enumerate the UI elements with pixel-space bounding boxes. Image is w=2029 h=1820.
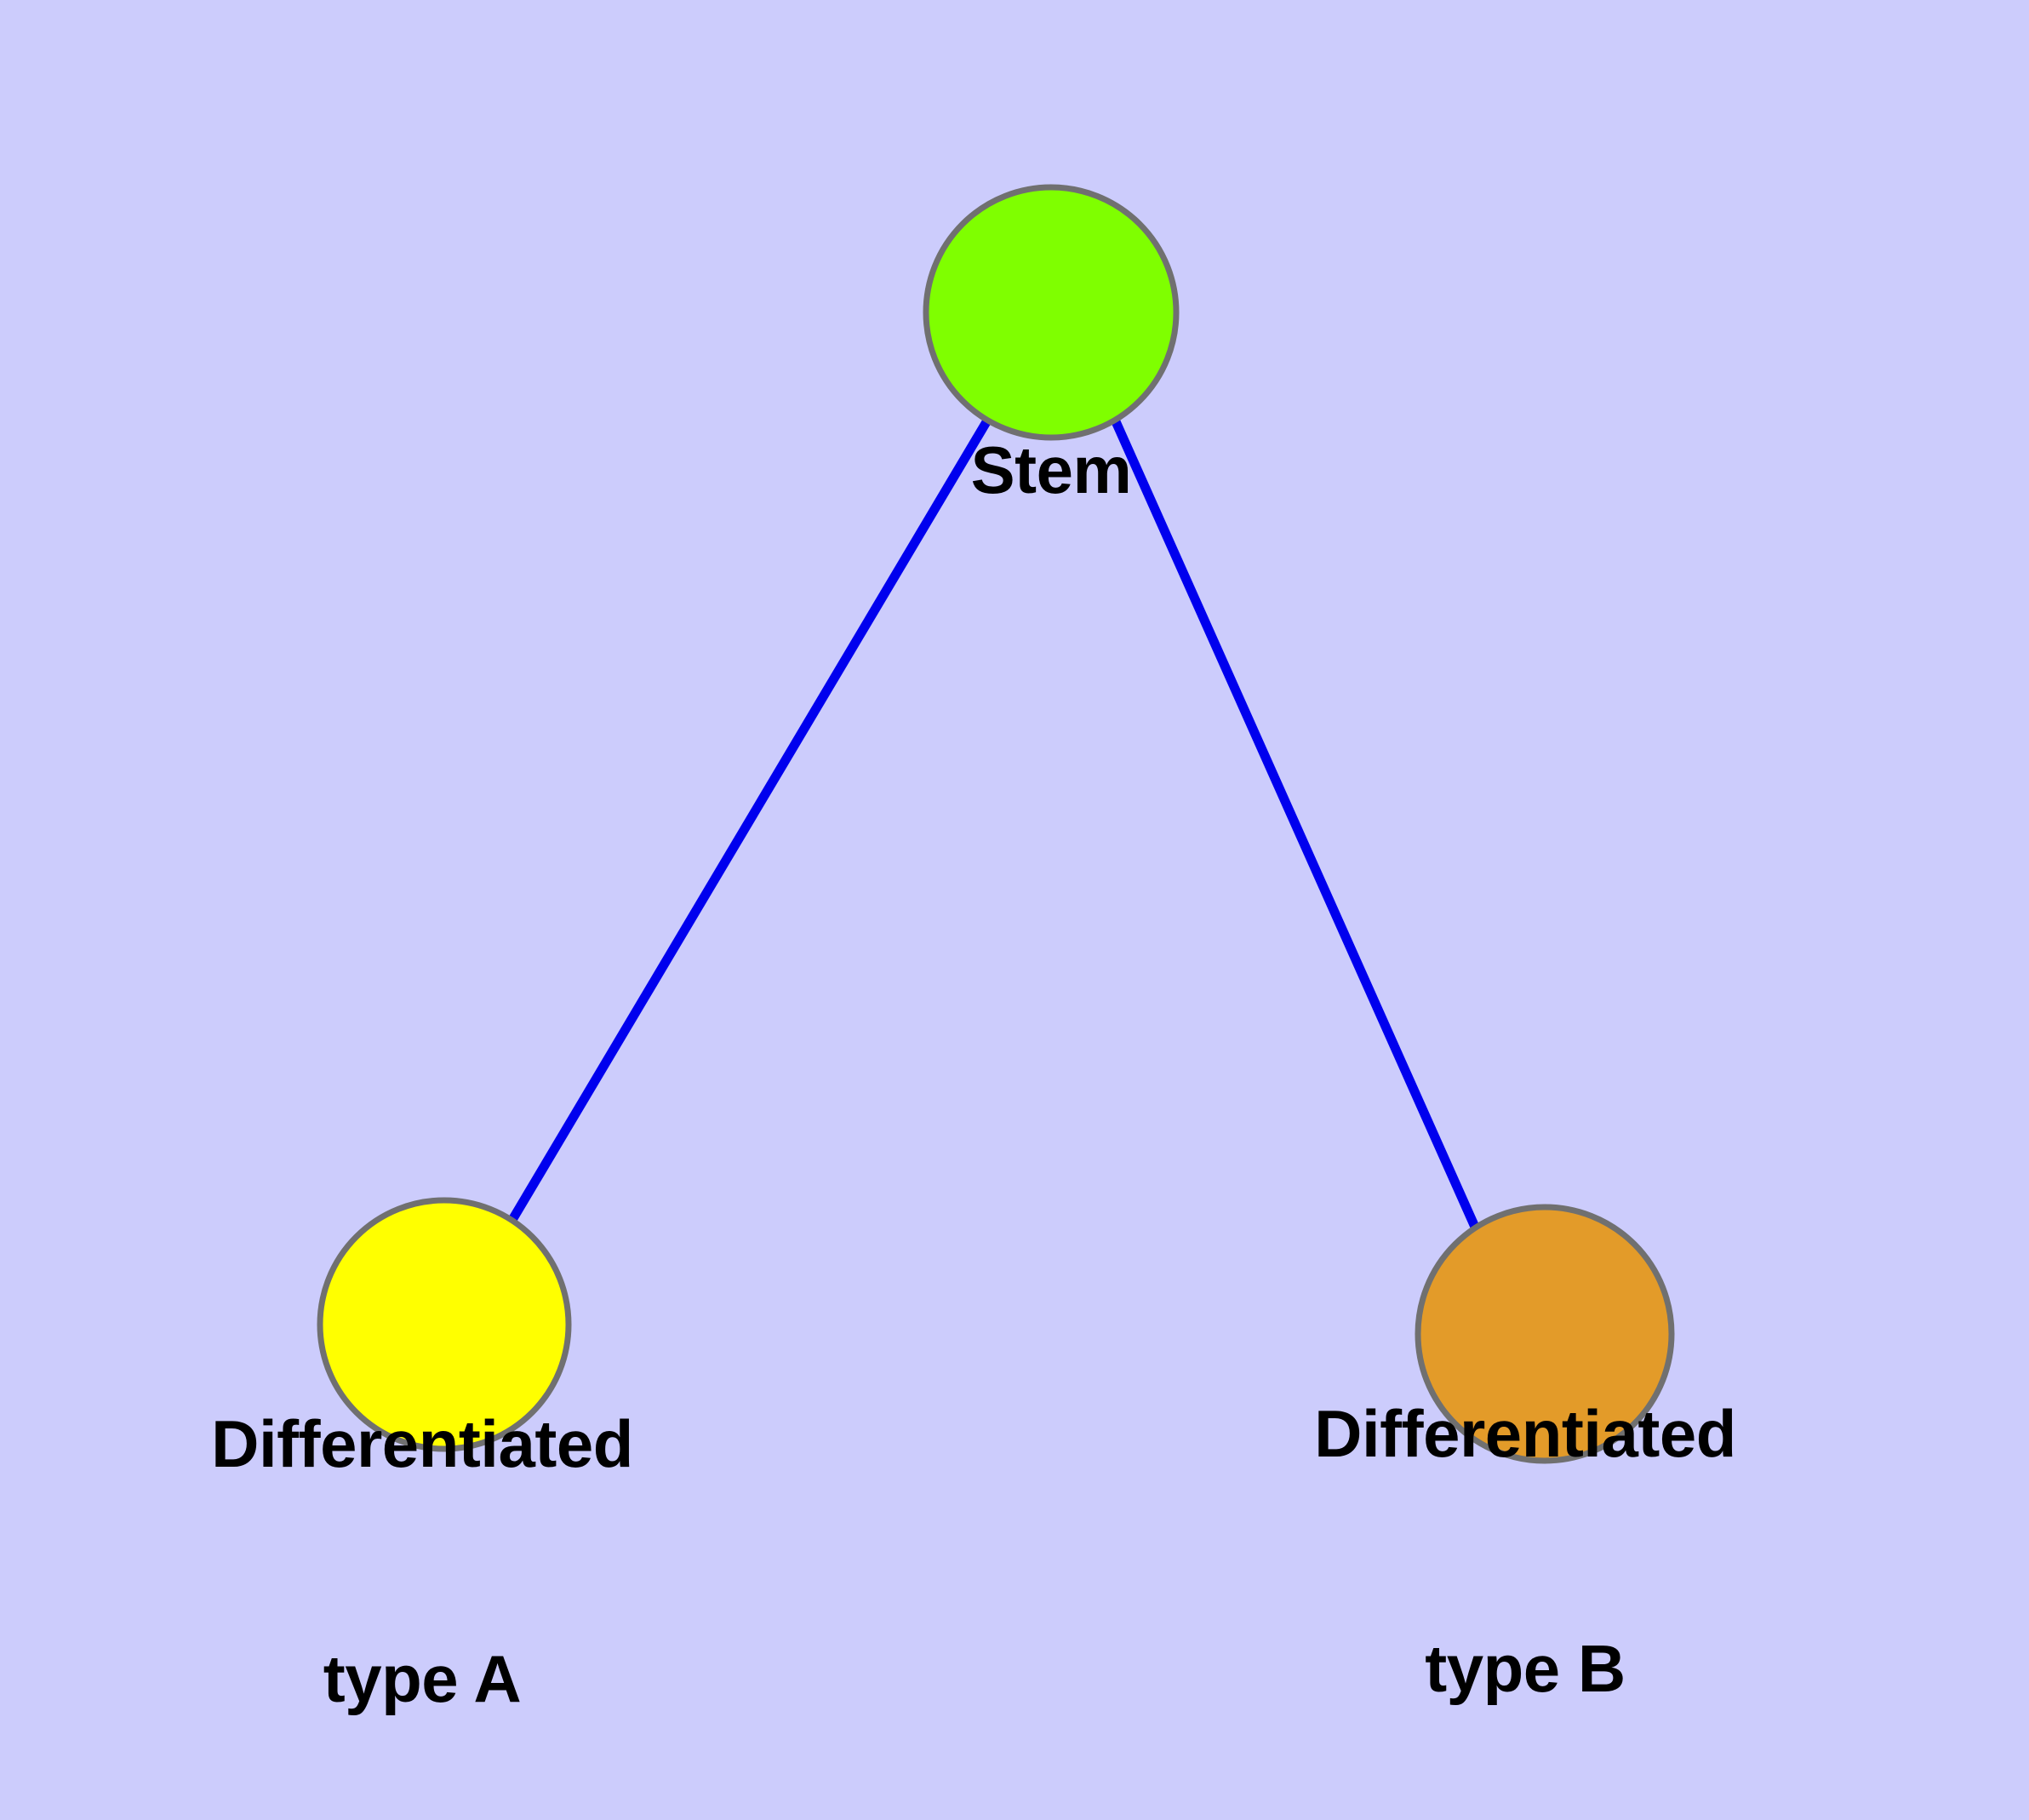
node-differentiated-type-b[interactable]	[1415, 1204, 1675, 1464]
node-differentiated-type-a[interactable]	[317, 1197, 572, 1452]
node-layer	[317, 184, 1675, 1464]
edge-stem-to-type-b	[1110, 417, 1483, 1235]
edge-layer	[506, 417, 1483, 1235]
edge-stem-to-type-a	[506, 418, 992, 1227]
node-stem[interactable]	[923, 184, 1180, 441]
